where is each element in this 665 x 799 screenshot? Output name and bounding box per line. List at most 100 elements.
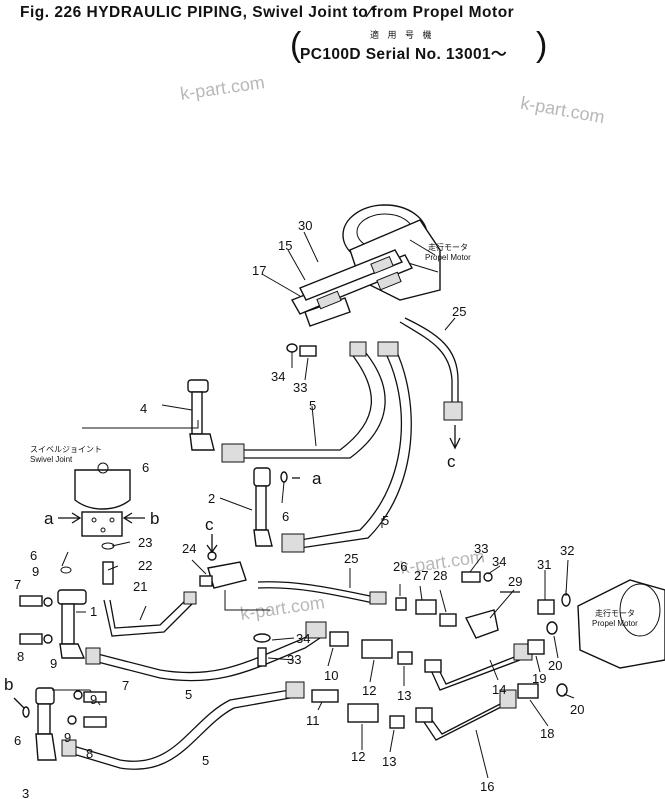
swivel-joint <box>74 469 131 537</box>
callout-6: 6 <box>282 509 289 524</box>
callout-28: 28 <box>433 568 447 583</box>
callout-16: 16 <box>480 779 494 794</box>
callout-34: 34 <box>296 631 310 646</box>
pipe-16 <box>419 704 506 741</box>
left-parenthesis: ( <box>290 26 302 64</box>
callout-6: 6 <box>14 733 21 748</box>
callout-5: 5 <box>202 753 209 768</box>
pipe-21 <box>109 597 189 629</box>
o-ring-6 <box>97 462 109 474</box>
callout-25: 25 <box>452 304 466 319</box>
callout-9: 9 <box>50 656 57 671</box>
o-ring-20b <box>556 683 568 697</box>
hose-5-lower <box>69 689 291 762</box>
callout-12: 12 <box>351 749 365 764</box>
callout-33: 33 <box>293 380 307 395</box>
callout-7: 7 <box>14 577 21 592</box>
callout-32: 32 <box>560 543 574 558</box>
connector-12b <box>347 703 379 723</box>
arrow-a-left <box>58 512 82 524</box>
callout-26: 26 <box>393 559 407 574</box>
reference-b-swivel: b <box>150 509 159 528</box>
hose-25-upper <box>399 321 453 412</box>
callout-34: 34 <box>492 554 506 569</box>
applicable-model-label: 適 用 号 機 <box>370 30 435 40</box>
callout-20: 20 <box>548 658 562 673</box>
elbow-fitting-3 <box>35 687 57 761</box>
connector-13a <box>397 651 413 665</box>
pipe-14 <box>429 659 521 691</box>
callout-14: 14 <box>492 682 506 697</box>
callout-23: 23 <box>138 535 152 550</box>
callout-34: 34 <box>271 369 285 384</box>
connector-12a <box>361 639 393 659</box>
fitting-28 <box>439 613 457 627</box>
callout-33: 33 <box>474 541 488 556</box>
block-fitting-24 <box>199 551 247 589</box>
reference-a-swivel: a <box>44 509 54 528</box>
connector-11 <box>311 689 339 703</box>
callout-9: 9 <box>32 564 39 579</box>
callout-31: 31 <box>537 557 551 572</box>
o-ring-20a <box>546 621 558 635</box>
swivel-joint-label: Swivel Joint <box>30 455 73 464</box>
fitting-26 <box>395 597 407 611</box>
lower-motor-jp-label: 走行モータ <box>595 608 635 618</box>
reference-c-lower: c <box>205 515 214 534</box>
arrow-b-right <box>122 512 145 524</box>
callout-7: 7 <box>122 678 129 693</box>
callout-6: 6 <box>30 548 37 563</box>
callout-5: 5 <box>382 513 389 528</box>
upper-bolt-and-washer <box>286 343 317 357</box>
right-parenthesis: ) <box>536 26 548 64</box>
lower-propel-motor <box>577 579 665 669</box>
upper-fitting-cluster <box>290 249 413 327</box>
fitting-22 <box>102 561 114 585</box>
elbow-29 <box>464 609 499 639</box>
callout-3: 3 <box>22 786 29 799</box>
callout-15: 15 <box>278 238 292 253</box>
callout-20: 20 <box>570 702 584 717</box>
reference-b-lower: b <box>4 675 13 694</box>
fitting-27 <box>415 599 437 615</box>
callout-13: 13 <box>397 688 411 703</box>
callout-29: 29 <box>508 574 522 589</box>
callout-18: 18 <box>540 726 554 741</box>
callout-9: 9 <box>90 692 97 707</box>
callout-19: 19 <box>532 671 546 686</box>
upper-motor-jp-label: 走行モータ <box>428 242 468 252</box>
callout-5: 5 <box>185 687 192 702</box>
fitting-18 <box>517 683 539 699</box>
hose-5-upper-b <box>299 351 403 541</box>
callout-11: 11 <box>306 713 320 728</box>
callout-27: 27 <box>414 568 428 583</box>
callout-13: 13 <box>382 754 396 769</box>
connector-10 <box>329 631 349 647</box>
fitting-31 <box>537 599 555 615</box>
hose-5-upper-a <box>240 351 372 451</box>
swivel-jp-label: スイベルジョイント <box>30 445 102 454</box>
callout-4: 4 <box>140 401 147 416</box>
elbow-fitting-1 <box>57 589 87 659</box>
part-callouts: 30 15 17 34 33 25 4 5 6 2 6 5 23 22 21 2… <box>14 218 584 799</box>
callout-2: 2 <box>208 491 215 506</box>
callout-1: 1 <box>90 604 97 619</box>
arrow-to-c-upper <box>449 425 461 450</box>
reference-a-upper: a <box>312 469 322 488</box>
callout-6: 6 <box>142 460 149 475</box>
fitting-19 <box>527 639 545 655</box>
callout-9: 9 <box>64 730 71 745</box>
hose-5-middle <box>89 629 321 674</box>
serial-number: PC100D Serial No. 13001～ <box>300 46 507 63</box>
upper-motor-label: Propel Motor <box>425 253 471 262</box>
callout-33: 33 <box>287 652 301 667</box>
callout-10: 10 <box>324 668 338 683</box>
hose-25-lower <box>257 581 381 599</box>
callout-8: 8 <box>86 746 93 761</box>
callout-25: 25 <box>344 551 358 566</box>
callout-12: 12 <box>362 683 376 698</box>
reference-c-upper: c <box>447 452 456 471</box>
elbow-fitting-2 <box>253 467 273 547</box>
